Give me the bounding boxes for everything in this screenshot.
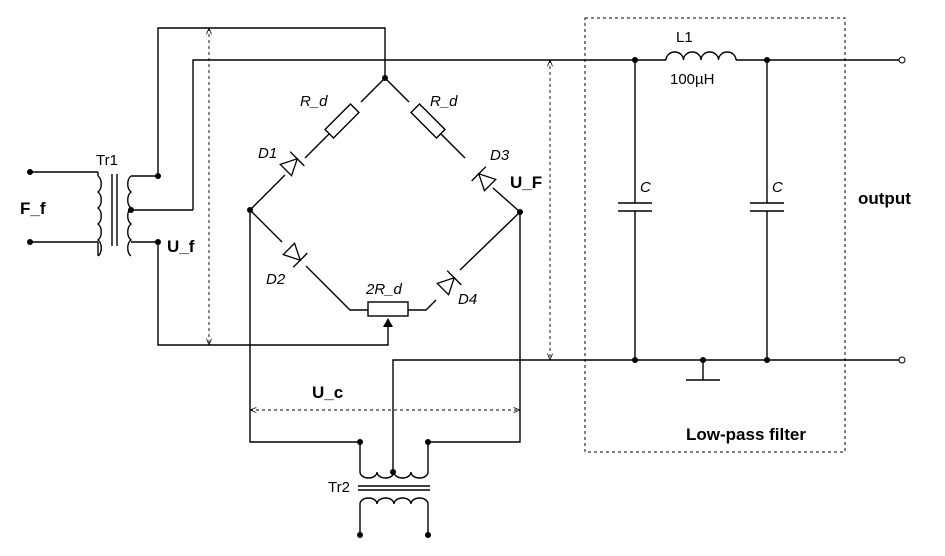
d2-label: D2 bbox=[266, 271, 286, 288]
diode-d1 bbox=[279, 151, 305, 177]
inductor-l1 bbox=[665, 51, 737, 61]
tr1-wiring bbox=[157, 27, 900, 346]
transformer-tr1: Tr1 F_f U_f bbox=[20, 152, 195, 257]
resistor-r-d-right bbox=[410, 103, 446, 139]
2r-d-label: 2R_d bbox=[365, 281, 403, 298]
potentiometer-2r-d bbox=[367, 301, 409, 317]
low-pass-filter-frame bbox=[584, 17, 846, 453]
low-pass-filter-label: Low-pass filter bbox=[686, 425, 806, 444]
tr1-label: Tr1 bbox=[96, 152, 118, 169]
low-pass-filter: L1 100µH C C Low-pass filter bbox=[584, 17, 846, 453]
r-d-right-label: R_d bbox=[430, 93, 458, 110]
resistor-r-d-left bbox=[324, 103, 360, 139]
l1-value-label: 100µH bbox=[670, 71, 715, 88]
d3-label: D3 bbox=[490, 147, 510, 164]
u-F-label: U_F bbox=[510, 173, 542, 192]
bottom-rail bbox=[392, 60, 900, 472]
diode-d4 bbox=[436, 270, 462, 296]
diode-bridge: R_d D1 R_d D3 D2 2R_d D4 U_F bbox=[247, 75, 542, 317]
transformer-tr2: Tr2 U_c bbox=[249, 210, 521, 538]
r-d-left-label: R_d bbox=[300, 93, 328, 110]
output-terminal-bottom bbox=[898, 356, 906, 364]
output-terminal-top bbox=[898, 56, 906, 64]
c-left-label: C bbox=[640, 179, 651, 196]
diode-d2 bbox=[282, 242, 308, 268]
u-f-label: U_f bbox=[167, 237, 195, 256]
u-c-label: U_c bbox=[312, 383, 343, 402]
tr2-label: Tr2 bbox=[328, 479, 350, 496]
l1-label: L1 bbox=[676, 29, 693, 46]
d4-label: D4 bbox=[458, 291, 477, 308]
output-terminals: output bbox=[858, 56, 911, 364]
d1-label: D1 bbox=[258, 145, 277, 162]
f-f-label: F_f bbox=[20, 199, 46, 218]
diode-d3 bbox=[471, 166, 497, 192]
c-right-label: C bbox=[772, 179, 783, 196]
output-label: output bbox=[858, 189, 911, 208]
